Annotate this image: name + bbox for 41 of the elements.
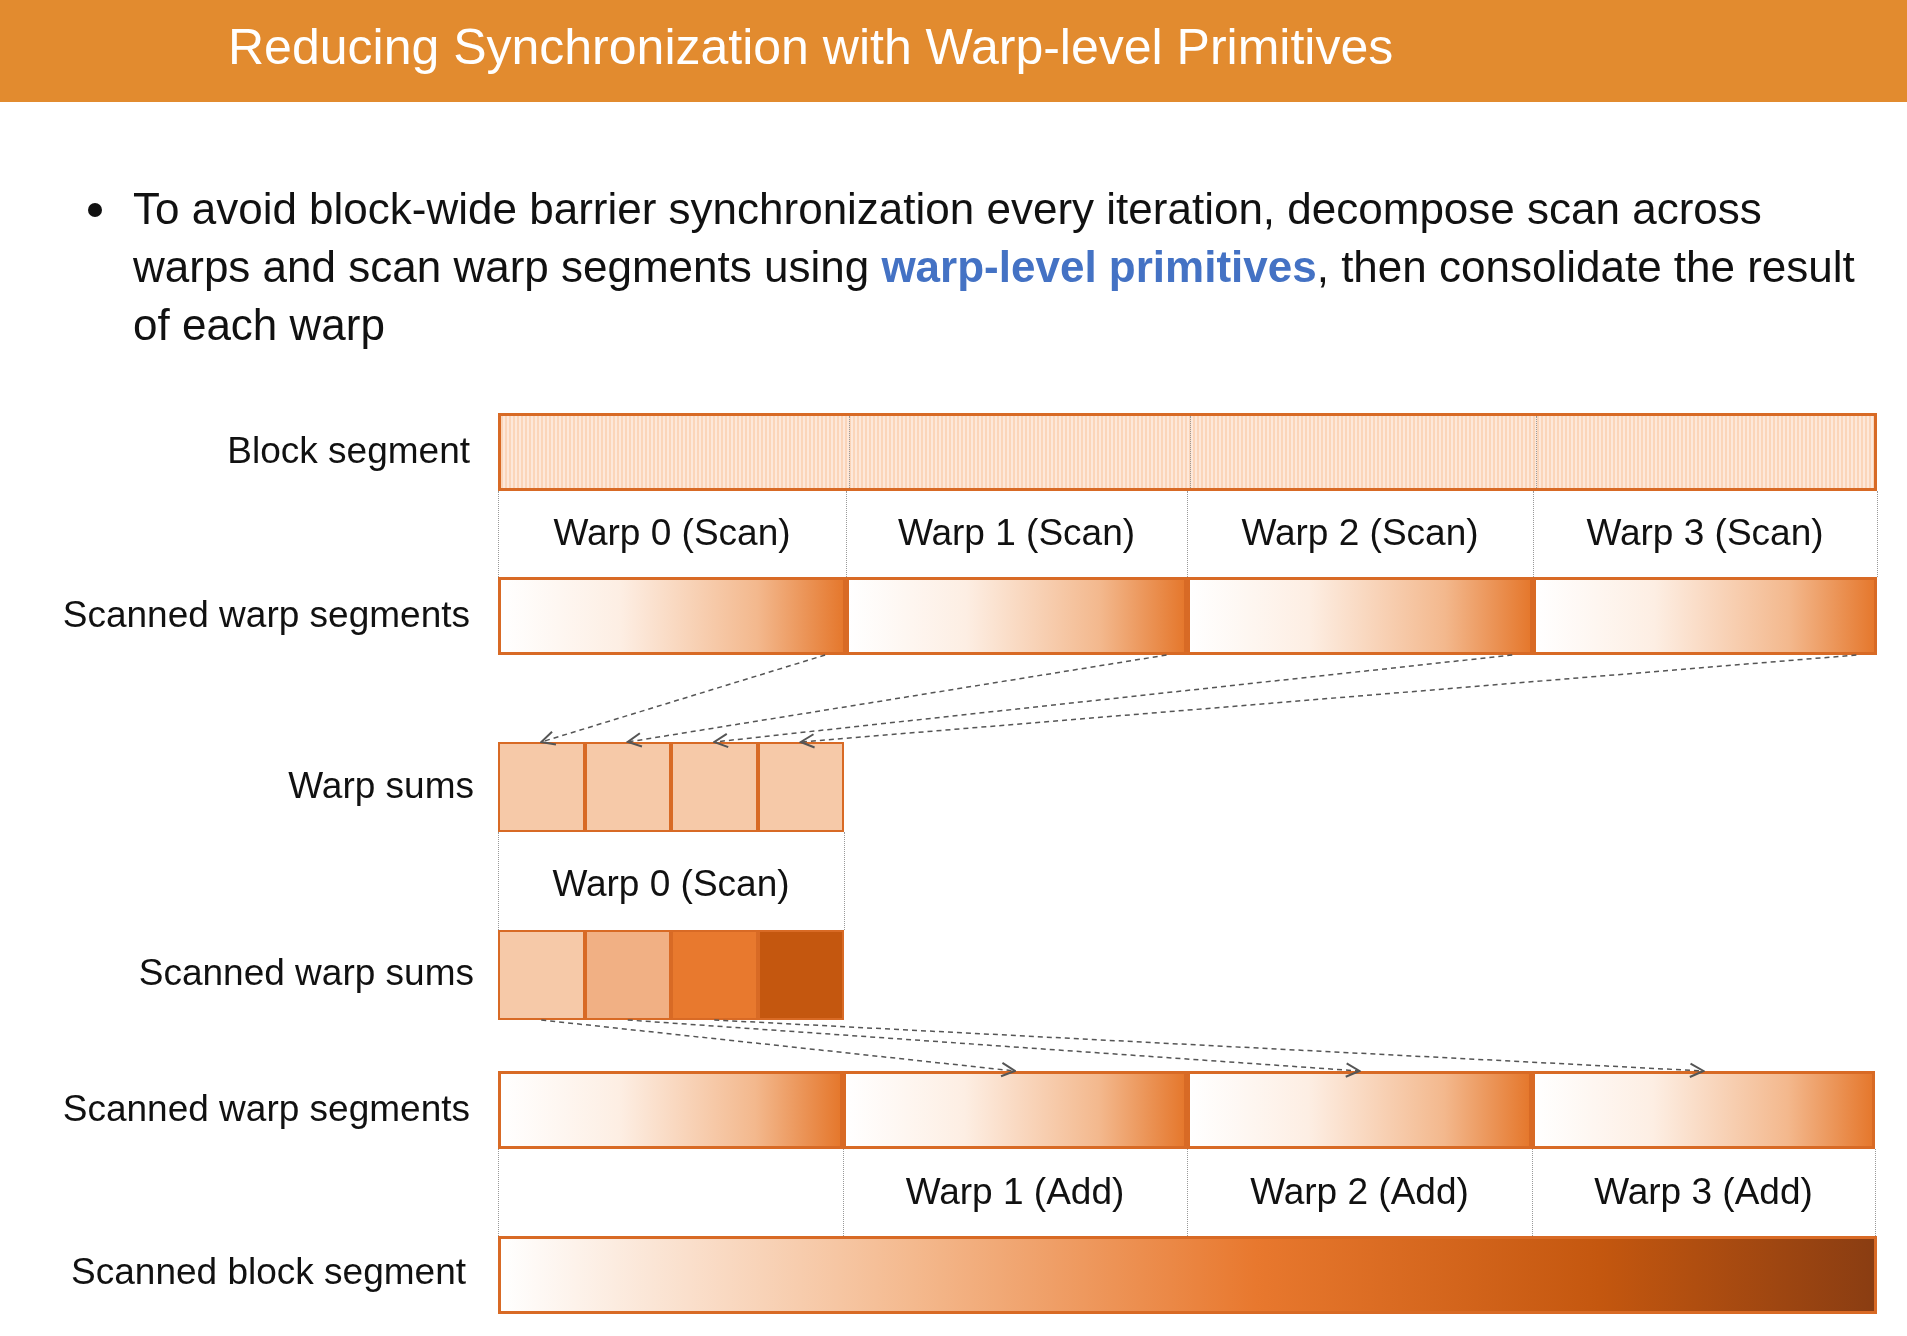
sum-cell (498, 742, 585, 832)
row-label: Warp sums (288, 765, 474, 807)
segment-bar (498, 1071, 843, 1149)
sum-cell (671, 742, 758, 832)
column-label: Warp 0 (Scan) (551, 863, 791, 905)
arrow (627, 1019, 1361, 1078)
segment-bar (1533, 577, 1877, 655)
segment-bar (498, 1236, 1877, 1314)
column-label: Warp 2 (Scan) (1240, 512, 1480, 554)
segment-bar (498, 413, 1877, 491)
sum-cell (584, 742, 671, 832)
arrow (540, 654, 826, 746)
row-label: Scanned warp segments (62, 594, 470, 636)
row-label: Scanned warp sums (138, 952, 474, 994)
row-label: Scanned block segment (71, 1251, 466, 1293)
row-label: Scanned warp segments (62, 1088, 470, 1130)
segment-bar (1187, 577, 1533, 655)
row-label: Block segment (227, 430, 470, 472)
sum-cell (671, 930, 758, 1020)
arrow (540, 1019, 1016, 1078)
arrow (713, 654, 1513, 749)
column-label: Warp 1 (Add) (904, 1171, 1126, 1213)
slide-title: Reducing Synchronization with Warp-level Primitives (228, 18, 1394, 76)
sum-cell (498, 930, 585, 1020)
column-label: Warp 2 (Add) (1249, 1171, 1470, 1213)
segment-bar (1532, 1071, 1875, 1149)
segment-bar (846, 577, 1187, 655)
arrow (626, 654, 1168, 748)
arrow (799, 654, 1858, 749)
column-label: Warp 1 (Scan) (896, 512, 1137, 554)
segment-bar (843, 1071, 1187, 1149)
segment-bar (1187, 1071, 1532, 1149)
arrow (713, 1019, 1705, 1078)
sum-cell (584, 930, 671, 1020)
bullet-text: To avoid block-wide barrier synchronization every iteration, decompose scan across warps and scan warp segments using warp-level primitives, then consolidate the result of each warp (133, 183, 1856, 351)
column-label: Warp 0 (Scan) (552, 512, 792, 554)
column-label: Warp 3 (Add) (1593, 1171, 1814, 1213)
column-label: Warp 3 (Scan) (1585, 512, 1825, 554)
segment-bar (498, 577, 846, 655)
sum-cell (757, 742, 844, 832)
sum-cell (757, 930, 844, 1020)
